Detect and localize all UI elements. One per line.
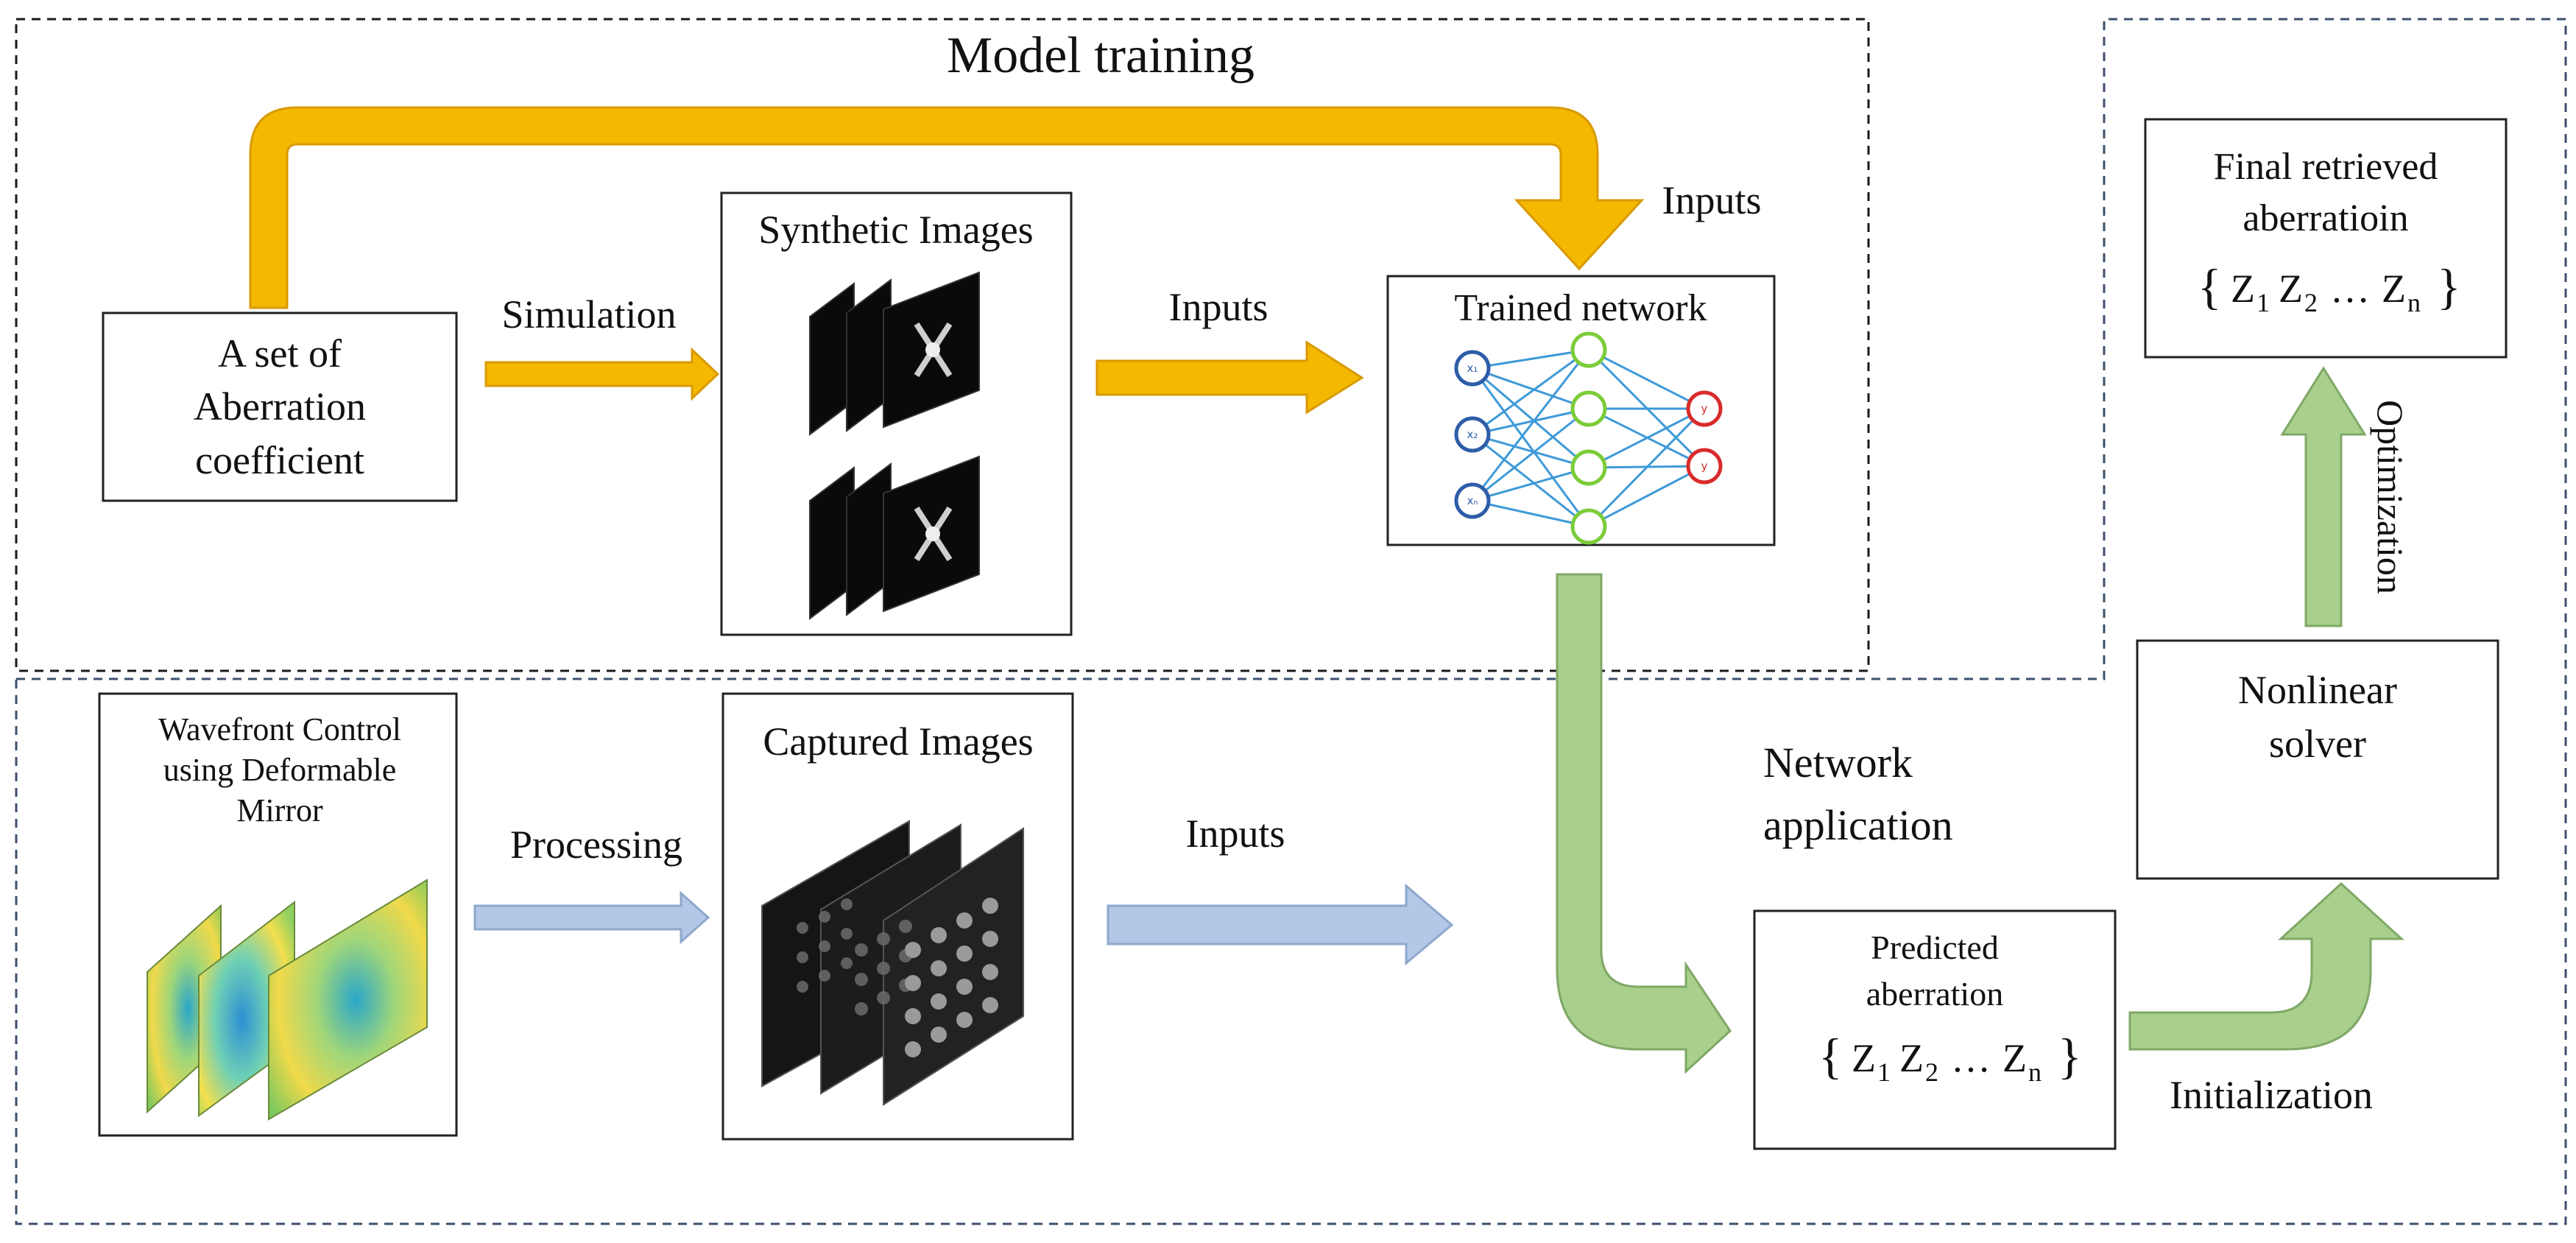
hidden-node [1570, 331, 1607, 368]
network-edge [1472, 407, 1589, 502]
simulation-label: Simulation [501, 292, 676, 337]
final-formula: { Z 1 Z 2 … Z n } [2198, 258, 2461, 317]
input-node-label: x₁ [1467, 362, 1478, 375]
captured-images-box: Captured Images [721, 692, 1074, 1141]
final-aberration-box: Final retrieved aberratioin { Z 1 Z 2 … … [2144, 118, 2508, 359]
aberration-set-box: A set of Aberration coefficient [102, 311, 458, 502]
svg-text:Z: Z [2279, 267, 2303, 311]
svg-text:Z: Z [1899, 1036, 1924, 1080]
inputs-mid-arrow [1095, 340, 1364, 415]
svg-text:1: 1 [2256, 288, 2270, 317]
trained-network-box: Trained network x₁ x₂ xₙ y y [1386, 275, 1776, 546]
nonlinear-line-1: Nonlinear [2238, 668, 2397, 712]
processing-arrow [473, 890, 710, 945]
initialization-arrow [2128, 881, 2404, 1051]
network-edge [1472, 367, 1589, 469]
network-edge [1587, 407, 1706, 528]
input-node [1454, 482, 1491, 519]
final-line-1: Final retrieved [2214, 146, 2438, 188]
svg-text:Z: Z [2002, 1036, 2027, 1080]
final-line-2: aberratioin [2242, 197, 2408, 239]
inputs-bottom-arrow [1107, 883, 1454, 966]
input-node-label: x₂ [1467, 428, 1478, 441]
svg-text:Z: Z [1852, 1036, 1876, 1080]
synthetic-image-stack-2 [809, 455, 980, 620]
output-node [1686, 448, 1723, 485]
svg-text:2: 2 [2304, 288, 2318, 317]
synthetic-images-box: Synthetic Images [720, 191, 1073, 636]
network-edge [1472, 466, 1589, 502]
wavefront-line-1: Wavefront Control [158, 711, 401, 747]
aberration-set-line-3: coefficient [195, 438, 364, 482]
hidden-node [1570, 449, 1607, 486]
inputs-mid-label: Inputs [1169, 285, 1268, 329]
output-node-label: y [1701, 402, 1708, 415]
predicted-line-1: Predicted [1871, 929, 1999, 966]
deformable-mirror-maps [147, 878, 428, 1121]
svg-text:2: 2 [1925, 1057, 1938, 1087]
svg-text:n: n [2407, 288, 2421, 317]
output-node-label: y [1701, 459, 1708, 473]
input-node [1454, 350, 1491, 387]
processing-label: Processing [510, 823, 682, 867]
network-edge [1472, 499, 1589, 528]
training-loop-arrow [249, 106, 1645, 309]
captured-image-stack [761, 820, 1024, 1106]
aberration-set-line-1: A set of [218, 331, 342, 376]
neural-network-graphic: x₁ x₂ xₙ y y [1454, 331, 1723, 545]
synthetic-image-stack-1 [809, 271, 980, 436]
model-training-title: Model training [947, 27, 1255, 84]
svg-text:n: n [2028, 1057, 2042, 1087]
nonlinear-line-2: solver [2269, 722, 2366, 766]
svg-text:…: … [2330, 267, 2370, 311]
svg-text:…: … [1951, 1036, 1991, 1080]
predicted-formula: { Z 1 Z 2 … Z n } [1818, 1028, 2082, 1087]
svg-text:{: { [1818, 1028, 1843, 1084]
input-node [1454, 416, 1491, 453]
network-edge [1471, 367, 1590, 527]
svg-text:}: } [2058, 1028, 2082, 1084]
network-edge [1472, 433, 1589, 528]
network-application-region [15, 18, 2567, 1225]
captured-images-title: Captured Images [763, 719, 1033, 764]
synthetic-images-title: Synthetic Images [758, 208, 1033, 252]
network-application-label-2: application [1763, 801, 1953, 849]
output-node [1686, 390, 1723, 427]
network-edge [1472, 433, 1589, 469]
network-edge [1472, 407, 1589, 436]
network-edge [1472, 348, 1589, 436]
network-edge [1471, 349, 1590, 501]
svg-text:Z: Z [2382, 267, 2406, 311]
network-application-label-1: Network [1763, 739, 1913, 786]
predicted-aberration-box: Predicted aberration { Z 1 Z 2 … Z n } [1753, 909, 2117, 1150]
network-edge [1472, 367, 1589, 410]
wavefront-line-2: using Deformable [163, 752, 396, 788]
wavefront-line-3: Mirror [236, 792, 323, 828]
initialization-label: Initialization [2170, 1073, 2373, 1117]
nonlinear-solver-box: Nonlinear solver [2136, 639, 2499, 880]
svg-text:Z: Z [2231, 267, 2255, 311]
network-edge [1588, 407, 1705, 469]
network-edge [1472, 348, 1589, 370]
hidden-node [1570, 390, 1607, 427]
input-node-label: xₙ [1467, 494, 1478, 507]
network-edge [1588, 348, 1705, 410]
svg-text:{: { [2198, 258, 2222, 314]
network-application-arrow [1556, 573, 1732, 1074]
wavefront-control-box: Wavefront Control using Deformable Mirro… [98, 692, 458, 1137]
aberration-set-line-2: Aberration [194, 384, 366, 429]
optimization-arrow [2280, 366, 2367, 627]
svg-text:1: 1 [1877, 1057, 1891, 1087]
hidden-node [1570, 508, 1607, 545]
inputs-bottom-label: Inputs [1186, 811, 1285, 856]
simulation-arrow [484, 347, 720, 401]
trained-network-title: Trained network [1454, 287, 1707, 329]
predicted-line-2: aberration [1866, 975, 2003, 1013]
inputs-top-label: Inputs [1662, 178, 1762, 222]
network-edge [1588, 465, 1705, 528]
optimization-label: Optimization [2370, 400, 2411, 594]
svg-text:}: } [2437, 258, 2461, 314]
